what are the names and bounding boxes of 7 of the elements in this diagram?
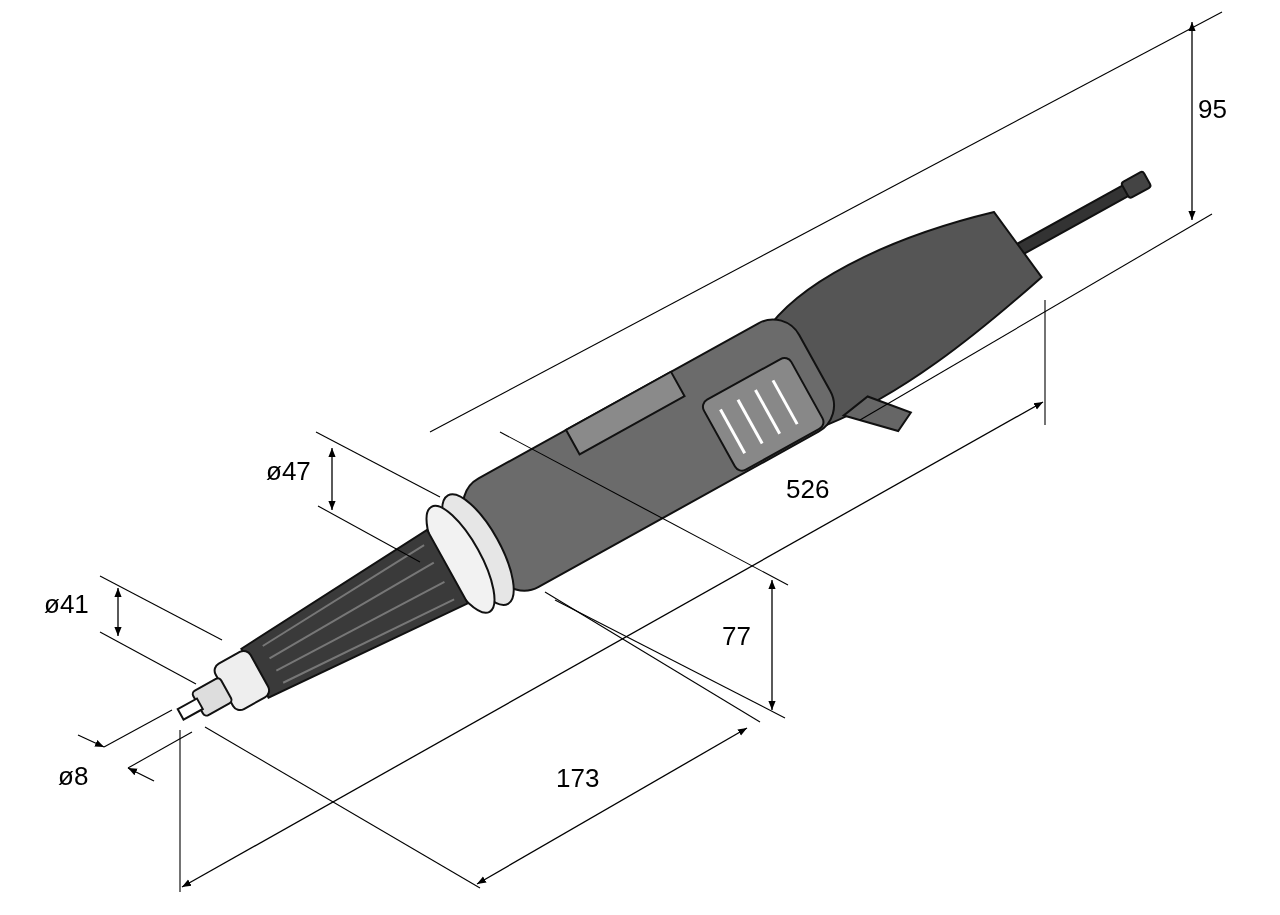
dimension-label: 77: [722, 623, 751, 649]
dimension-label: 173: [556, 765, 600, 791]
dimension-label: 95: [1198, 96, 1227, 122]
dimension-label: 526: [786, 476, 830, 502]
dimension-label: ø8: [58, 763, 89, 789]
dimension-label: ø41: [44, 591, 89, 617]
dimension-label: ø47: [266, 458, 311, 484]
